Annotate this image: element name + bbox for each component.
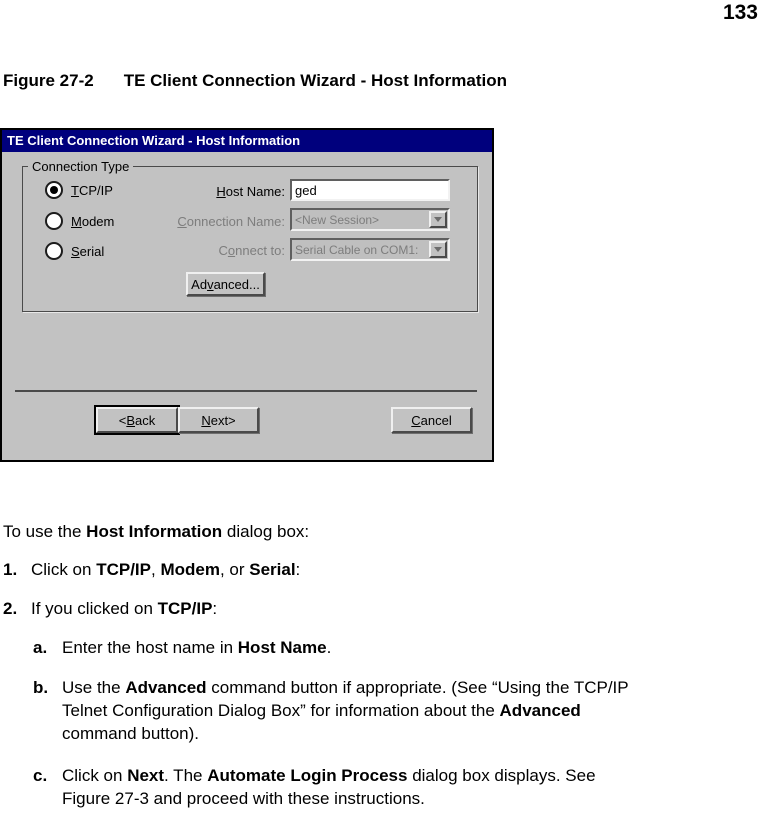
substep-c-marker: c. (33, 766, 48, 785)
radio-serial-circle[interactable] (45, 242, 63, 260)
step-2-marker: 2. (3, 599, 18, 618)
connection-name-combo: <New Session> (290, 208, 450, 231)
radio-tcpip-label: TCP/IP (71, 182, 113, 198)
step-1-marker: 1. (3, 560, 18, 579)
back-button[interactable]: <Back (96, 407, 178, 433)
substep-b-text: Use the Advanced command button if appro… (62, 678, 629, 743)
chevron-down-icon (434, 247, 442, 252)
substep-a-marker: a. (33, 638, 48, 657)
page-number: 133 (722, 1, 758, 24)
host-name-input[interactable] (290, 179, 450, 201)
step-1: 1. Click on TCP/IP, Modem, or Serial: (3, 558, 300, 581)
substep-c: c. Click on Next. The Automate Login Pro… (33, 764, 596, 810)
te-client-wizard-dialog: TE Client Connection Wizard - Host Infor… (0, 128, 494, 462)
connect-to-label: Connect to: (218, 243, 286, 258)
connection-name-dropdown-button (429, 211, 447, 228)
substep-b: b. Use the Advanced command button if ap… (33, 676, 629, 745)
step-2-text: If you clicked on TCP/IP: (31, 599, 218, 618)
radio-selected-dot (50, 186, 58, 194)
radio-modem[interactable]: Modem (45, 212, 115, 230)
next-button[interactable]: Next> (178, 407, 259, 433)
cancel-button[interactable]: Cancel (391, 407, 472, 433)
radio-tcpip-circle[interactable] (45, 181, 63, 199)
connection-type-group-label: Connection Type (28, 159, 134, 174)
connection-name-combo-value: <New Session> (295, 212, 380, 227)
radio-serial[interactable]: Serial (45, 242, 105, 260)
figure-caption-title: TE Client Connection Wizard - Host Infor… (123, 71, 507, 90)
radio-tcpip[interactable]: TCP/IP (45, 181, 113, 199)
connection-type-groupbox (22, 166, 478, 312)
substep-a-text: Enter the host name in Host Name. (62, 638, 332, 657)
figure-caption: Figure 27-2 TE Client Connection Wizard … (3, 71, 507, 91)
radio-serial-label: Serial (71, 243, 105, 259)
substep-c-text: Click on Next. The Automate Login Proces… (62, 766, 596, 808)
substep-a: a. Enter the host name in Host Name. (33, 636, 331, 659)
intro-paragraph: To use the Host Information dialog box: (3, 522, 310, 541)
host-name-label: Host Name: (216, 184, 285, 199)
connect-to-combo: Serial Cable on COM1: (290, 238, 450, 261)
connect-to-combo-value: Serial Cable on COM1: (295, 242, 419, 257)
chevron-down-icon (434, 217, 442, 222)
step-2: 2. If you clicked on TCP/IP: (3, 597, 217, 620)
dialog-separator (15, 390, 477, 392)
figure-caption-label: Figure 27-2 (3, 71, 94, 90)
connect-to-dropdown-button (429, 241, 447, 258)
dialog-title-bar: TE Client Connection Wizard - Host Infor… (2, 130, 492, 152)
connection-name-label: Connection Name: (177, 214, 285, 229)
radio-modem-circle[interactable] (45, 212, 63, 230)
step-1-text: Click on TCP/IP, Modem, or Serial: (31, 560, 301, 579)
radio-modem-label: Modem (71, 213, 115, 229)
substep-b-marker: b. (33, 678, 49, 697)
advanced-button[interactable]: Advanced... (186, 272, 265, 296)
